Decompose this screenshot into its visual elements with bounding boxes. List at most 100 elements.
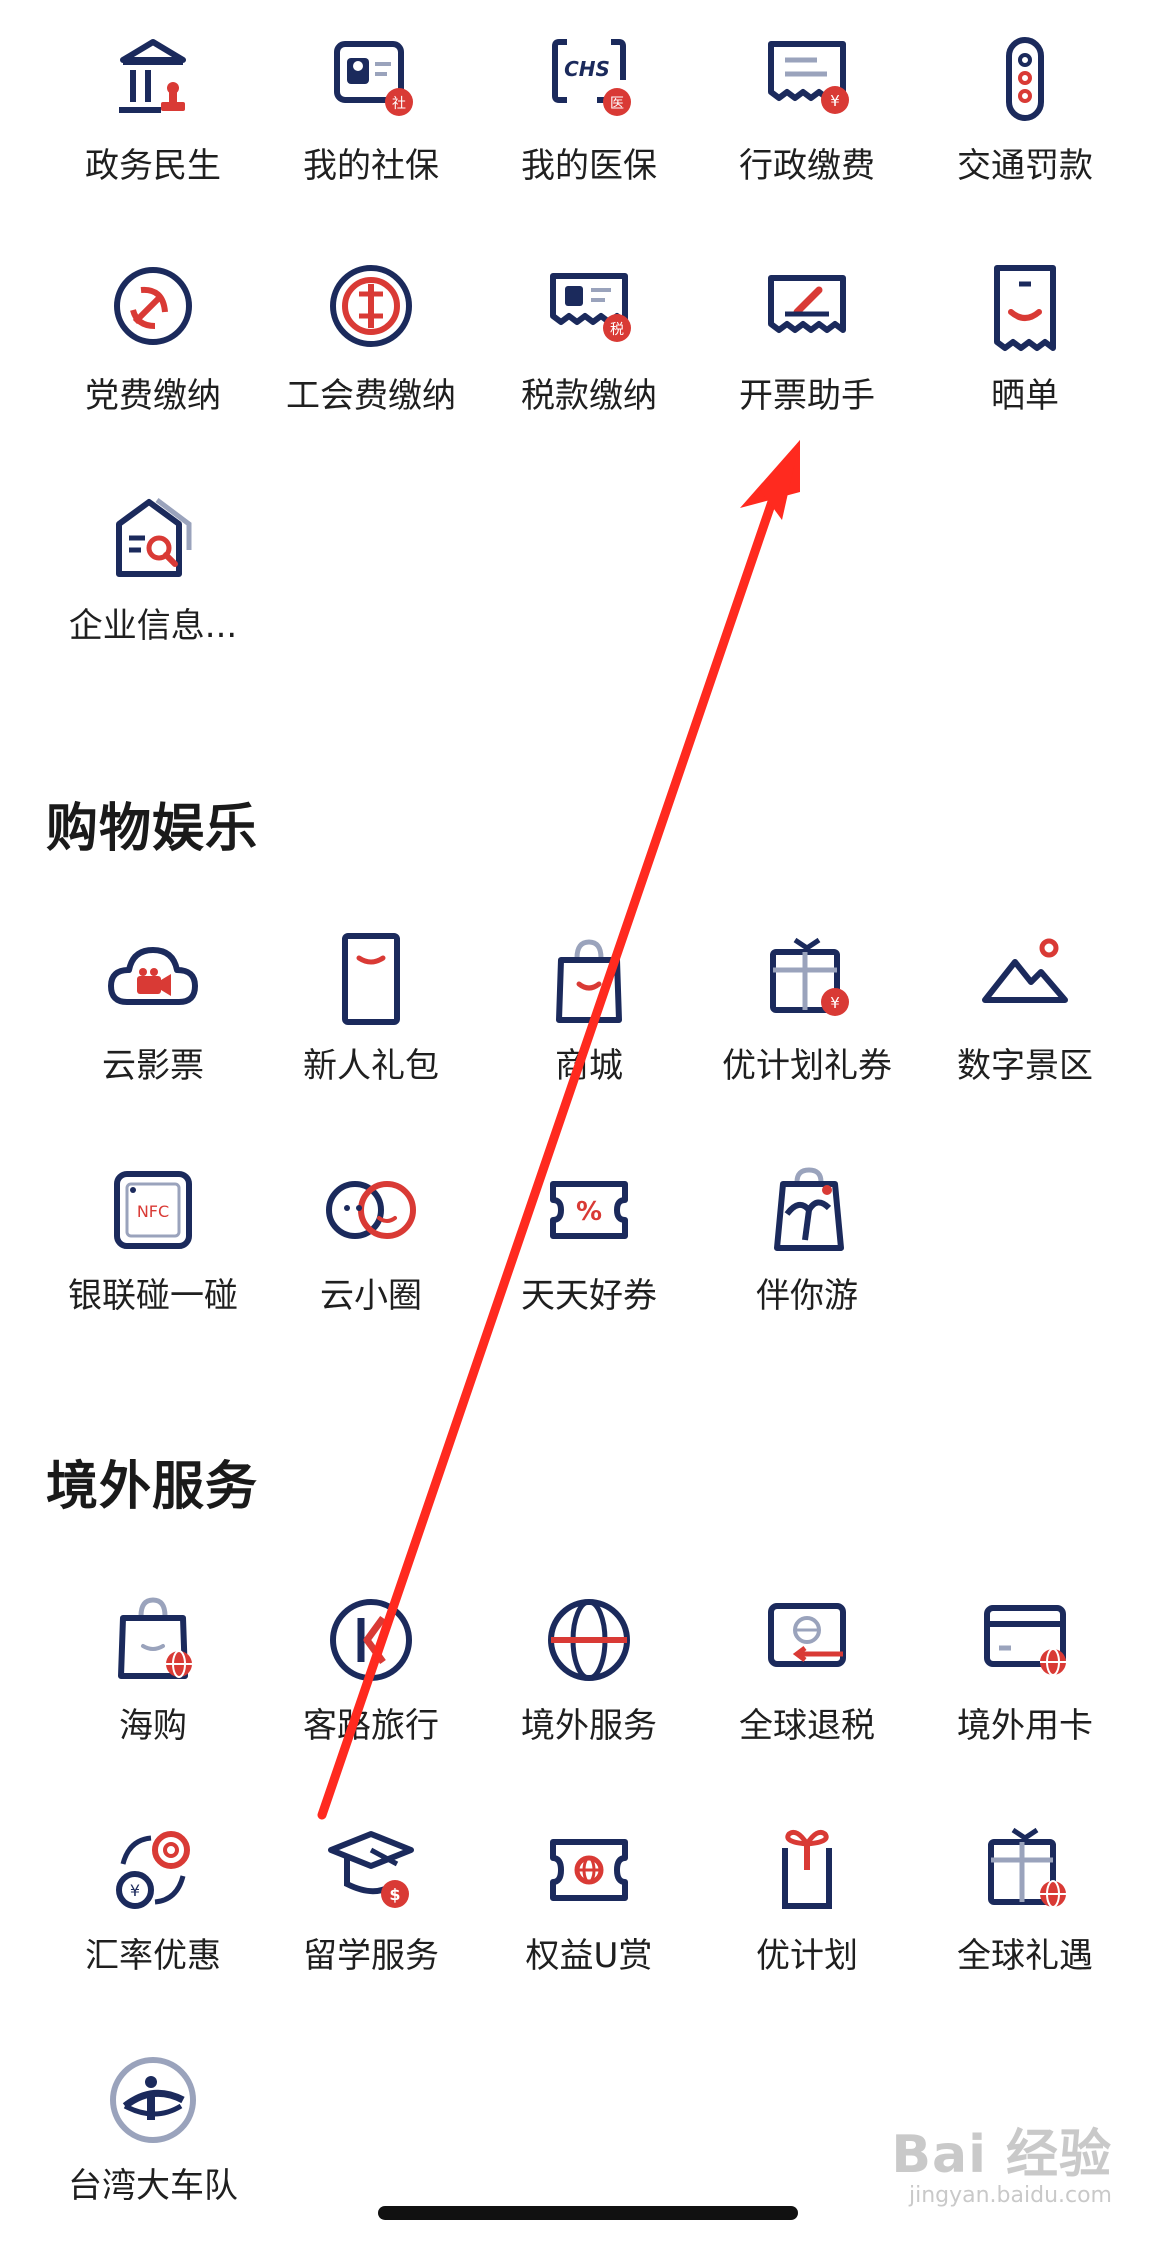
grid-item-label: 税款缴纳 xyxy=(521,376,657,416)
grid-item-label: 新人礼包 xyxy=(303,1046,439,1086)
grid-item-exchange-rate-discount[interactable]: ¥ 汇率优惠 xyxy=(44,1820,262,2020)
grid-item-unionpay-tap[interactable]: NFC 银联碰一碰 xyxy=(44,1160,262,1360)
grid-item-label: 我的社保 xyxy=(303,146,439,186)
grid-item-label: 境外用卡 xyxy=(957,1706,1093,1746)
grid-item-label: 党费缴纳 xyxy=(85,376,221,416)
badge-text: ¥ xyxy=(830,994,840,1012)
watermark-main-text: Bai 经验 xyxy=(891,2125,1112,2185)
gift-ribbon-icon xyxy=(757,1820,857,1920)
grid-item-label: 优计划礼券 xyxy=(722,1046,892,1086)
grid-item-label: 全球礼遇 xyxy=(957,1936,1093,1976)
grid-item-rights-reward[interactable]: 权益U赏 xyxy=(480,1820,698,2020)
gift-voucher-icon: ¥ xyxy=(757,930,857,1030)
grid-item-global-tax-refund[interactable]: 全球退税 xyxy=(698,1590,916,1790)
grid-item-overseas-service[interactable]: 境外服务 xyxy=(480,1590,698,1790)
grid-item-label: 开票助手 xyxy=(739,376,875,416)
grid-item-label: 企业信息... xyxy=(68,606,238,646)
grid-item-label: 留学服务 xyxy=(303,1936,439,1976)
badge-text: 税 xyxy=(610,322,624,338)
grid-item-label: 境外服务 xyxy=(521,1706,657,1746)
grid-item-invoice-helper[interactable]: 开票助手 xyxy=(698,260,916,460)
tax-refund-card-icon xyxy=(757,1590,857,1690)
icon-text: NFC xyxy=(137,1202,169,1221)
watermark-url-text: jingyan.baidu.com xyxy=(908,2183,1112,2208)
grid-item-cloud-movie[interactable]: 云影票 xyxy=(44,930,262,1130)
grid-item-global-courtesy[interactable]: 全球礼遇 xyxy=(916,1820,1134,2020)
mountain-scenery-icon xyxy=(975,930,1075,1030)
grid-item-label: 云影票 xyxy=(102,1046,204,1086)
grid-item-overseas-card[interactable]: 境外用卡 xyxy=(916,1590,1134,1790)
grid-item-label: 海购 xyxy=(119,1706,187,1746)
grid-item-study-abroad[interactable]: $ 留学服务 xyxy=(262,1820,480,2020)
icon-text: CHS xyxy=(564,57,610,81)
badge-text: 社 xyxy=(392,96,406,112)
grid-item-tax-payment[interactable]: 税 税款缴纳 xyxy=(480,260,698,460)
grid-item-union-fee[interactable]: 工会费缴纳 xyxy=(262,260,480,460)
invoice-pen-icon xyxy=(757,260,857,360)
cloud-movie-icon xyxy=(103,930,203,1030)
grid-item-label: 行政缴费 xyxy=(739,146,875,186)
currency-exchange-icon: ¥ xyxy=(103,1820,203,1920)
global-card-icon xyxy=(975,1590,1075,1690)
shopping-bag-icon xyxy=(539,930,639,1030)
global-gift-icon xyxy=(975,1820,1075,1920)
grid-item-label: 权益U赏 xyxy=(525,1936,653,1976)
badge-text: $ xyxy=(389,1885,400,1904)
global-shopping-bag-icon xyxy=(103,1590,203,1690)
government-building-icon xyxy=(103,30,203,130)
graduation-cap-icon: $ xyxy=(321,1820,421,1920)
grid-item-klook-travel[interactable]: 客路旅行 xyxy=(262,1590,480,1790)
grid-item-label: 我的医保 xyxy=(521,146,657,186)
tax-card-icon: 税 xyxy=(539,260,639,360)
grid-item-government-affairs[interactable]: 政务民生 xyxy=(44,30,262,230)
grid-item-cloud-circle[interactable]: 云小圈 xyxy=(262,1160,480,1360)
grid-item-label: 交通罚款 xyxy=(957,146,1093,186)
trade-union-emblem-icon xyxy=(321,260,421,360)
badge-text: 医 xyxy=(610,96,624,112)
receipt-smile-icon xyxy=(975,260,1075,360)
grid-item-global-shopping[interactable]: 海购 xyxy=(44,1590,262,1790)
grid-item-medical-insurance[interactable]: CHS 医 我的医保 xyxy=(480,30,698,230)
gift-bag-icon xyxy=(321,930,421,1030)
taiwan-taxi-logo-icon xyxy=(103,2050,203,2150)
grid-item-social-security[interactable]: 社 我的社保 xyxy=(262,30,480,230)
rights-ticket-icon xyxy=(539,1820,639,1920)
grid-item-share-receipt[interactable]: 晒单 xyxy=(916,260,1134,460)
medical-insurance-icon: CHS 医 xyxy=(539,30,639,130)
grid-item-label: 数字景区 xyxy=(957,1046,1093,1086)
grid-item-travel-companion[interactable]: 伴你游 xyxy=(698,1160,916,1360)
grid-item-traffic-fine[interactable]: 交通罚款 xyxy=(916,30,1134,230)
grid-item-label: 云小圈 xyxy=(320,1276,422,1316)
badge-text: ¥ xyxy=(830,92,840,110)
klook-logo-icon xyxy=(321,1590,421,1690)
grid-item-mall[interactable]: 商城 xyxy=(480,930,698,1130)
grid-item-daily-coupon[interactable]: % 天天好券 xyxy=(480,1160,698,1360)
grid-item-taiwan-taxi[interactable]: 台湾大车队 xyxy=(44,2050,262,2250)
grid-item-label: 全球退税 xyxy=(739,1706,875,1746)
baidu-jingyan-watermark: Bai 经验 jingyan.baidu.com xyxy=(882,2112,1112,2208)
coupon-percent-icon: % xyxy=(539,1160,639,1260)
icon-text: % xyxy=(576,1197,602,1227)
section-title-shopping: 购物娱乐 xyxy=(46,799,259,859)
grid-item-label: 商城 xyxy=(555,1046,623,1086)
grid-item-label: 台湾大车队 xyxy=(68,2166,238,2206)
grid-item-label: 汇率优惠 xyxy=(85,1936,221,1976)
grid-item-label: 政务民生 xyxy=(85,146,221,186)
grid-item-label: 伴你游 xyxy=(756,1276,858,1316)
admin-fee-receipt-icon: ¥ xyxy=(757,30,857,130)
grid-item-plan[interactable]: 优计划 xyxy=(698,1820,916,2020)
grid-item-digital-scenic[interactable]: 数字景区 xyxy=(916,930,1134,1130)
grid-item-newcomer-gift[interactable]: 新人礼包 xyxy=(262,930,480,1130)
globe-icon xyxy=(539,1590,639,1690)
grid-item-party-fee[interactable]: 党费缴纳 xyxy=(44,260,262,460)
grid-item-label: 晒单 xyxy=(991,376,1059,416)
enterprise-search-icon xyxy=(103,490,203,590)
grid-item-label: 工会费缴纳 xyxy=(286,376,456,416)
nfc-tag-icon: NFC xyxy=(103,1160,203,1260)
grid-item-label: 银联碰一碰 xyxy=(68,1276,238,1316)
grid-item-admin-fee[interactable]: ¥ 行政缴费 xyxy=(698,30,916,230)
grid-item-enterprise-info[interactable]: 企业信息... xyxy=(44,490,262,690)
home-indicator[interactable] xyxy=(378,2206,798,2220)
travel-bag-palm-icon xyxy=(757,1160,857,1260)
grid-item-plan-voucher[interactable]: ¥ 优计划礼券 xyxy=(698,930,916,1130)
